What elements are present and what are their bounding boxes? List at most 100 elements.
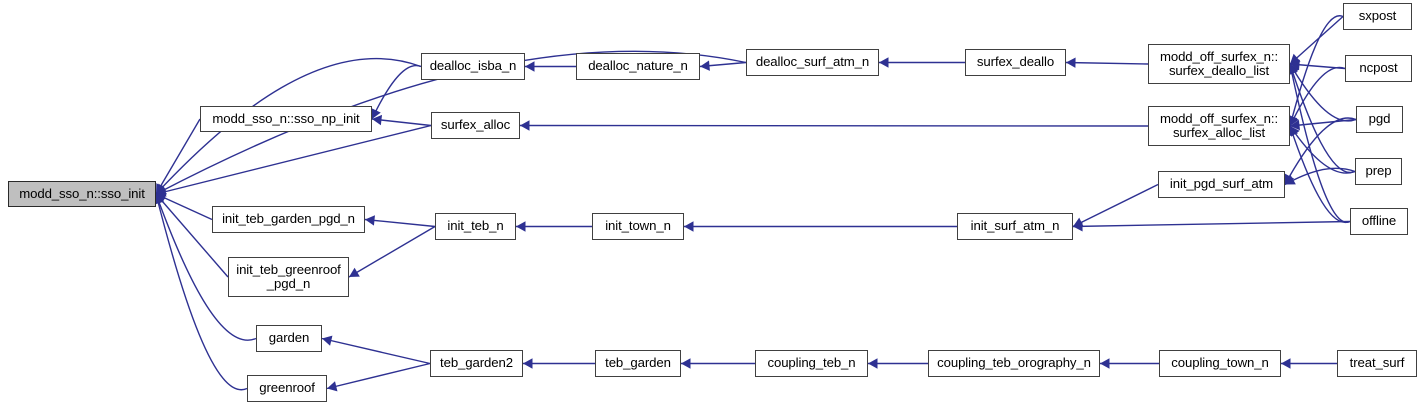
graph-node-label: modd_off_surfex_n:: surfex_alloc_list [1159, 110, 1279, 140]
graph-edge [1289, 63, 1356, 174]
graph-edge-arrowhead [1100, 358, 1110, 369]
graph-edge-arrowhead [868, 358, 878, 369]
graph-node-label: pgd [1368, 111, 1391, 127]
graph-edge [371, 64, 422, 120]
graph-node-label: ncpost [1359, 60, 1398, 76]
graph-edge [155, 193, 248, 391]
graph-edge [155, 118, 201, 195]
graph-edge-arrowhead [525, 61, 535, 72]
graph-edge [371, 118, 432, 127]
graph-node-init_surf_atm_n[interactable]: init_surf_atm_n [957, 213, 1073, 240]
graph-edge-arrowhead [1281, 358, 1291, 369]
graph-node-label: sxpost [1358, 8, 1397, 24]
graph-node-label: modd_sso_n::sso_np_init [212, 110, 360, 126]
graph-node-label: modd_sso_n::sso_init [19, 185, 145, 201]
graph-node-surfex_alloc_list[interactable]: modd_off_surfex_n:: surfex_alloc_list [1148, 106, 1290, 146]
graph-node-label: dealloc_surf_atm_n [755, 54, 870, 70]
graph-edge-arrowhead [327, 381, 338, 392]
graph-edge [1289, 15, 1344, 65]
graph-node-surfex_alloc[interactable]: surfex_alloc [431, 112, 520, 139]
graph-node-label: init_pgd_surf_atm [1169, 176, 1274, 192]
graph-node-teb_garden[interactable]: teb_garden [595, 350, 681, 377]
graph-node-label: greenroof [259, 380, 315, 396]
graph-edge-arrowhead [523, 358, 533, 369]
graph-edge [519, 124, 1149, 127]
graph-edge-arrowhead [365, 215, 375, 226]
graph-node-label: dealloc_isba_n [429, 58, 517, 74]
graph-edge-arrowhead [371, 108, 381, 119]
graph-node-init_pgd_surf_atm[interactable]: init_pgd_surf_atm [1158, 171, 1285, 198]
graph-edge-arrowhead [1066, 57, 1076, 68]
graph-node-greenroof[interactable]: greenroof [247, 375, 327, 402]
graph-node-offline[interactable]: offline [1350, 208, 1408, 235]
graph-node-sxpost[interactable]: sxpost [1343, 3, 1412, 30]
graph-node-label: init_teb_n [447, 218, 504, 234]
graph-edge [348, 225, 436, 278]
graph-node-coupling_town_n[interactable]: coupling_town_n [1159, 350, 1281, 377]
graph-edge-arrowhead [684, 221, 694, 232]
graph-edge [155, 193, 229, 278]
graph-edge-arrowhead [372, 114, 383, 126]
graph-node-treat_surf[interactable]: treat_surf [1337, 350, 1417, 377]
graph-node-pgd[interactable]: pgd [1356, 106, 1403, 133]
graph-node-dealloc_surf_atm_n[interactable]: dealloc_surf_atm_n [746, 49, 879, 76]
graph-edge [1289, 125, 1356, 174]
graph-node-init_teb_n[interactable]: init_teb_n [435, 213, 516, 240]
graph-edge-arrowhead [681, 358, 691, 369]
graph-edge-arrowhead [520, 120, 530, 131]
graph-edge [155, 124, 432, 195]
graph-edge-arrowhead [156, 183, 166, 194]
graph-edge-arrowhead [516, 221, 526, 232]
graph-node-garden[interactable]: garden [256, 325, 322, 352]
graph-edge-arrowhead [1290, 119, 1300, 131]
graph-edge-arrowhead [700, 60, 710, 71]
graph-edge [155, 57, 422, 195]
graph-node-label: coupling_town_n [1171, 355, 1269, 371]
graph-edge [1289, 118, 1357, 127]
graph-node-label: offline [1361, 213, 1397, 229]
graph-node-prep[interactable]: prep [1355, 158, 1402, 185]
graph-node-label: coupling_teb_n [767, 355, 856, 371]
graph-node-label: treat_surf [1349, 355, 1405, 371]
graph-node-ncpost[interactable]: ncpost [1345, 55, 1412, 82]
graph-node-sso_np_init[interactable]: modd_sso_n::sso_np_init [200, 106, 372, 132]
graph-node-label: modd_off_surfex_n:: surfex_deallo_list [1159, 48, 1279, 78]
graph-edge-arrowhead [349, 267, 360, 277]
graph-node-teb_garden2[interactable]: teb_garden2 [430, 350, 523, 377]
graph-node-surfex_deallo[interactable]: surfex_deallo [965, 49, 1066, 76]
graph-node-init_teb_greenroof_pgd_n[interactable]: init_teb_greenroof _pgd_n [228, 257, 349, 297]
graph-node-coupling_teb_n[interactable]: coupling_teb_n [755, 350, 868, 377]
graph-edge [1072, 183, 1159, 228]
graph-node-label: coupling_teb_orography_n [937, 355, 1091, 371]
graph-edge [1289, 15, 1344, 127]
graph-node-dealloc_nature_n[interactable]: dealloc_nature_n [576, 53, 700, 80]
graph-node-label: prep [1365, 163, 1392, 179]
graph-node-label: init_surf_atm_n [970, 218, 1060, 234]
graph-node-label: init_town_n [605, 218, 671, 234]
graph-edge [1289, 66, 1346, 127]
graph-node-label: dealloc_nature_n [588, 58, 688, 74]
graph-node-label: init_teb_garden_pgd_n [222, 211, 355, 227]
graph-edge [155, 193, 257, 341]
graph-node-init_town_n[interactable]: init_town_n [592, 213, 684, 240]
graph-node-sso_init[interactable]: modd_sso_n::sso_init [8, 181, 156, 207]
graph-node-dealloc_isba_n[interactable]: dealloc_isba_n [421, 53, 525, 80]
graph-edge-arrowhead [1288, 126, 1298, 137]
graph-edge-arrowhead [879, 57, 889, 68]
graph-edge-arrowhead [1073, 221, 1083, 232]
graph-edge [321, 337, 431, 365]
graph-edge [1072, 220, 1351, 228]
graph-node-label: surfex_deallo [976, 54, 1055, 70]
graph-node-surfex_deallo_list[interactable]: modd_off_surfex_n:: surfex_deallo_list [1148, 44, 1290, 84]
graph-edge [1284, 117, 1357, 185]
graph-node-label: surfex_alloc [440, 117, 511, 133]
graph-node-label: teb_garden [605, 355, 671, 371]
graph-edge-arrowhead [1290, 59, 1300, 70]
graph-edge-arrowhead [1285, 175, 1296, 185]
graph-node-init_teb_garden_pgd_n[interactable]: init_teb_garden_pgd_n [212, 206, 365, 233]
graph-node-coupling_teb_orography_n[interactable]: coupling_teb_orography_n [928, 350, 1100, 377]
graph-edge [1289, 63, 1351, 223]
graph-node-label: teb_garden2 [440, 355, 513, 371]
